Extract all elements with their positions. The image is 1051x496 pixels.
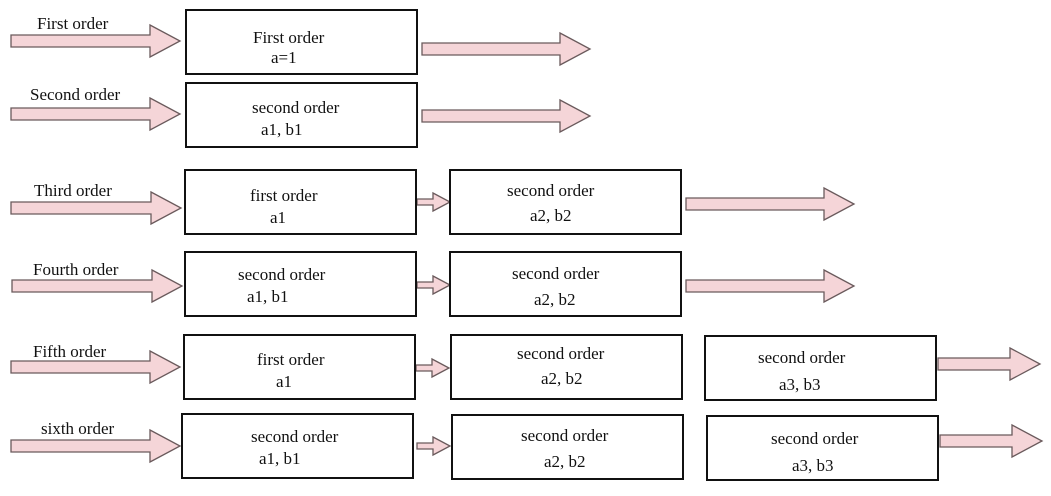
- box-title: second order: [517, 344, 605, 363]
- box-params: a1: [276, 372, 293, 391]
- output-arrow-icon: [685, 268, 856, 304]
- box-params: a1, b1: [247, 287, 289, 306]
- box-title: First order: [253, 28, 325, 47]
- order-box: second order a1, b1: [181, 413, 414, 479]
- order-box: second order a2, b2: [449, 251, 682, 317]
- order-box: second order a1, b1: [185, 82, 418, 148]
- box-params: a2, b2: [534, 290, 576, 309]
- box-title: second order: [771, 429, 859, 448]
- row-label: sixth order: [41, 419, 115, 438]
- box-params: a1: [270, 208, 287, 227]
- order-box: second order a3, b3: [704, 335, 937, 401]
- output-arrow-icon: [939, 423, 1044, 459]
- order-box: second order a1, b1: [184, 251, 417, 317]
- box-params: a2, b2: [530, 206, 572, 225]
- box-params: a2, b2: [544, 452, 586, 471]
- order-box: first order a1: [184, 169, 417, 235]
- input-arrow-icon: [11, 268, 184, 304]
- box-params: a3, b3: [779, 375, 821, 394]
- box-title: second order: [238, 265, 326, 284]
- row-label: Fourth order: [33, 260, 119, 279]
- box-title: second order: [758, 348, 846, 367]
- box-params: a1, b1: [259, 449, 301, 468]
- connector-arrow-icon: [416, 435, 452, 457]
- order-box: second order a2, b2: [450, 334, 683, 400]
- row-label: Second order: [30, 85, 121, 104]
- box-params: a1, b1: [261, 120, 303, 139]
- box-title: second order: [252, 98, 340, 117]
- output-arrow-icon: [421, 31, 592, 67]
- input-arrow-icon: [10, 428, 182, 464]
- output-arrow-icon: [685, 186, 856, 222]
- connector-arrow-icon: [415, 357, 451, 379]
- box-title: second order: [507, 181, 595, 200]
- box-params: a=1: [271, 48, 297, 67]
- connector-arrow-icon: [416, 191, 452, 213]
- box-title: first order: [250, 186, 318, 205]
- row-label: First order: [37, 14, 109, 33]
- box-title: second order: [251, 427, 339, 446]
- box-title: first order: [257, 350, 325, 369]
- input-arrow-icon: [10, 349, 182, 385]
- connector-arrow-icon: [416, 274, 452, 296]
- order-box: second order a2, b2: [449, 169, 682, 235]
- row-label: Fifth order: [33, 342, 107, 361]
- row-label: Third order: [34, 181, 112, 200]
- box-title: second order: [521, 426, 609, 445]
- input-arrow-icon: [10, 190, 183, 226]
- output-arrow-icon: [937, 346, 1042, 382]
- input-arrow-icon: [10, 96, 182, 132]
- order-box: second order a3, b3: [706, 415, 939, 481]
- box-title: second order: [512, 264, 600, 283]
- order-box: second order a2, b2: [451, 414, 684, 480]
- input-arrow-icon: [10, 23, 182, 59]
- box-params: a2, b2: [541, 369, 583, 388]
- order-box: first order a1: [183, 334, 416, 400]
- output-arrow-icon: [421, 98, 592, 134]
- box-params: a3, b3: [792, 456, 834, 475]
